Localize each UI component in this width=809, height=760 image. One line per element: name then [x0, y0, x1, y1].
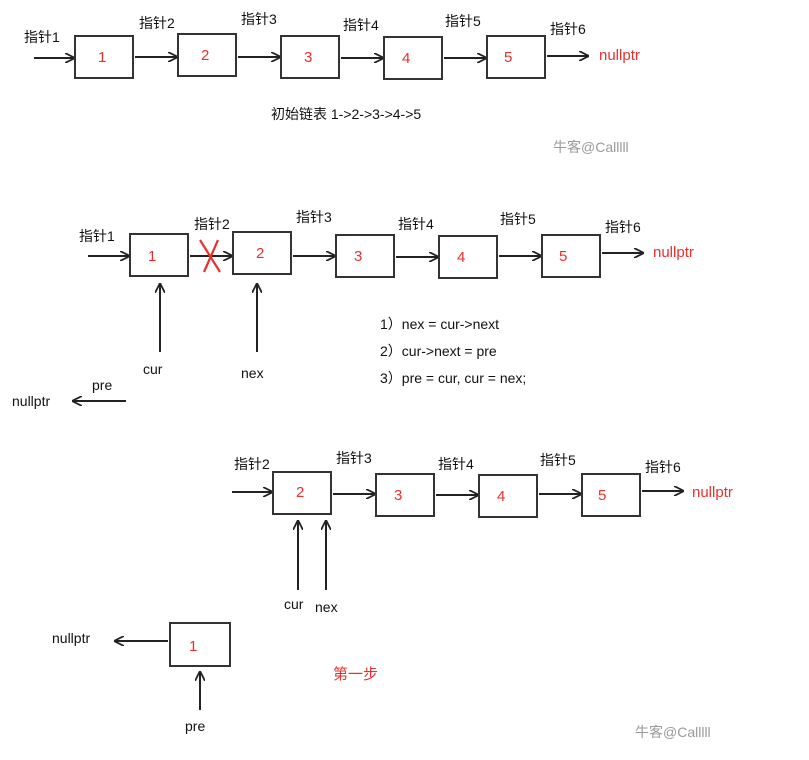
nullptr-label: nullptr: [599, 47, 640, 64]
pointer-label: 指针2: [234, 456, 270, 472]
section-reversal-pointers: 指针1 1 指针2 2 指针3 3 指针4 4 指针5 5 指针6 nullpt…: [12, 209, 694, 409]
node-value: 3: [394, 487, 402, 504]
pointer-label: 指针4: [398, 216, 434, 232]
list-node-box: [177, 33, 237, 77]
pointer-label: 指针2: [194, 216, 230, 232]
list-node-box: [478, 474, 538, 518]
node-value: 5: [598, 487, 606, 504]
node-value: 5: [504, 49, 512, 66]
node-value: 4: [402, 50, 410, 67]
list-node-box: [169, 622, 231, 667]
nullptr-label: nullptr: [52, 630, 90, 646]
list-node-box: [129, 233, 189, 277]
cur-label: cur: [284, 596, 304, 612]
list-node-box: [486, 35, 546, 79]
pointer-label: 指针5: [540, 452, 576, 468]
node-value: 4: [457, 249, 465, 266]
list-node-box: [541, 234, 601, 278]
list-node-box: [335, 234, 395, 278]
node-value: 1: [98, 49, 106, 66]
step-line-2: 2）cur->next = pre: [380, 343, 497, 359]
list-node-box: [383, 36, 443, 80]
pointer-label: 指针1: [24, 29, 60, 45]
node-value: 2: [296, 484, 304, 501]
nex-label: nex: [315, 599, 338, 615]
nullptr-label: nullptr: [12, 393, 50, 409]
step-line-1: 1）nex = cur->next: [380, 316, 499, 332]
nex-label: nex: [241, 365, 264, 381]
node-value: 2: [201, 47, 209, 64]
pointer-label: 指针4: [343, 17, 379, 33]
node-value: 3: [304, 49, 312, 66]
step-line-3: 3）pre = cur, cur = nex;: [380, 370, 526, 386]
list-node-box: [272, 471, 332, 515]
cut-link-mark: [199, 239, 221, 273]
list-node-box: [74, 35, 134, 79]
caption: 初始链表 1->2->3->4->5: [271, 106, 421, 122]
pointer-label: 指针1: [79, 228, 115, 244]
cur-label: cur: [143, 361, 163, 377]
watermark: 牛客@Calllll: [553, 139, 629, 155]
pre-label: pre: [185, 718, 205, 734]
list-node-box: [438, 235, 498, 279]
node-value: 1: [189, 638, 197, 655]
node-value: 5: [559, 248, 567, 265]
pointer-label: 指针6: [605, 219, 641, 235]
pointer-label: 指针6: [550, 21, 586, 37]
list-node-box: [375, 473, 435, 517]
section-after-first-step: 指针2 2 指针3 3 指针4 4 指针5 5 指针6 nullptr cur …: [52, 450, 733, 734]
node-value: 3: [354, 248, 362, 265]
step-title: 第一步: [333, 665, 378, 683]
pointer-label: 指针6: [645, 459, 681, 475]
node-value: 1: [148, 248, 156, 265]
pointer-label: 指针5: [445, 13, 481, 29]
pointer-label: 指针3: [241, 11, 277, 27]
node-value: 2: [256, 245, 264, 262]
pointer-label: 指针4: [438, 456, 474, 472]
pointer-label: 指针2: [139, 15, 175, 31]
watermark: 牛客@Calllll: [635, 724, 711, 740]
node-value: 4: [497, 488, 505, 505]
nullptr-label: nullptr: [692, 484, 733, 501]
list-node-box: [280, 35, 340, 79]
pointer-label: 指针3: [296, 209, 332, 225]
list-node-box: [232, 231, 292, 275]
pointer-label: 指针3: [336, 450, 372, 466]
list-node-box: [581, 473, 641, 517]
pre-label: pre: [92, 377, 112, 393]
section-initial-list: 指针1 1 指针2 2 指针3 3 指针4 4 指针5 5 指针6 nullpt…: [24, 11, 640, 122]
pointer-label: 指针5: [500, 211, 536, 227]
nullptr-label: nullptr: [653, 244, 694, 261]
